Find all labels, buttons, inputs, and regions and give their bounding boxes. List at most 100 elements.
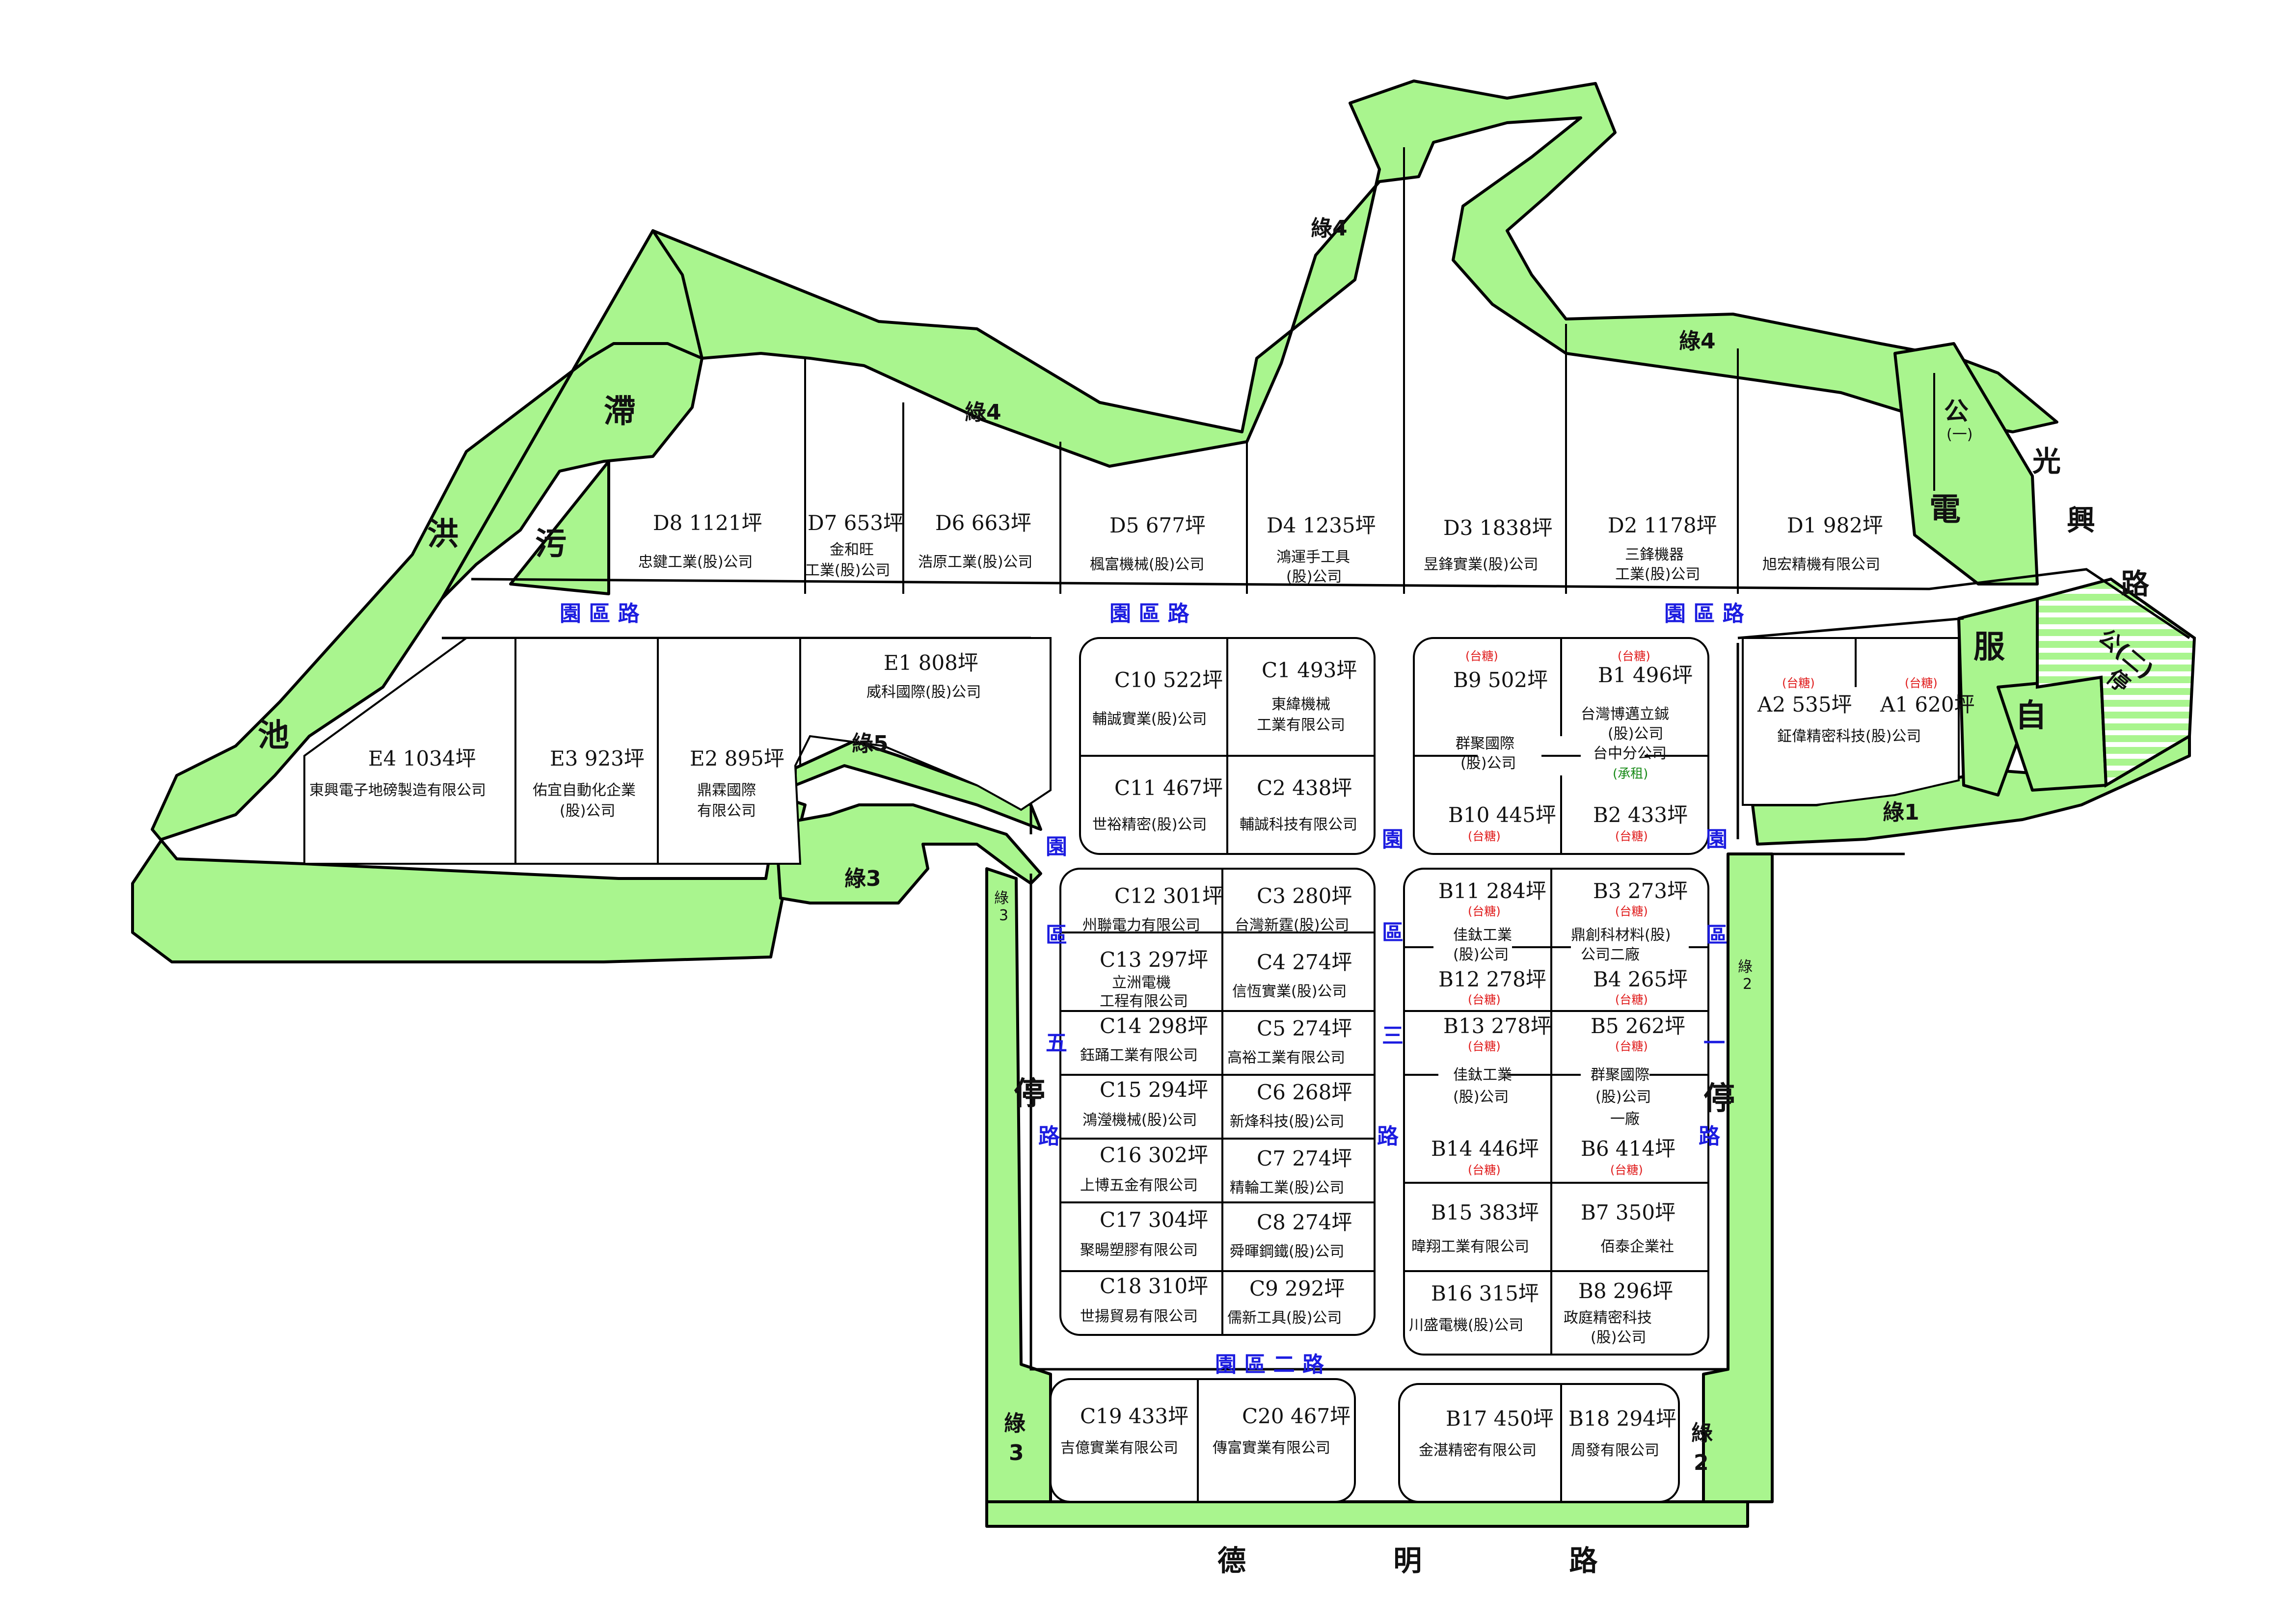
road-label-lane-one: 園 區 一 停 路 bbox=[1699, 827, 1735, 1149]
lot-d1-company: 旭宏精機有限公司 bbox=[1762, 556, 1880, 573]
lane-three-char-4: 路 bbox=[1377, 1124, 1399, 1149]
green-label-4-west: 綠4 bbox=[965, 400, 1001, 425]
lane-five-char-5: 路 bbox=[1038, 1124, 1060, 1149]
lane-five-char-3: 五 bbox=[1046, 1031, 1067, 1056]
road-label-park-west: 園 區 路 bbox=[560, 601, 640, 626]
block-b-south bbox=[1403, 868, 1709, 1356]
lot-d4-company-2: (股)公司 bbox=[1286, 568, 1342, 585]
lot-d7-id: D7 653坪 bbox=[808, 511, 904, 535]
lane-three-char-3: 三 bbox=[1382, 1023, 1404, 1048]
lot-d7-company-1: 金和旺 bbox=[830, 541, 874, 559]
block-bs-south bbox=[1398, 1383, 1680, 1503]
green-label-3-south-2: 3 bbox=[1009, 1440, 1024, 1465]
lot-c14-company: 鈺踊工業有限公司 bbox=[1080, 1047, 1198, 1064]
lot-b5b6-company-2: (股)公司 bbox=[1595, 1089, 1651, 1106]
lot-b13-tag: (台糖) bbox=[1468, 1039, 1501, 1053]
lot-c9-id: C9 292坪 bbox=[1249, 1277, 1345, 1301]
block-b-north-dividers bbox=[1414, 638, 1708, 854]
lot-b12-tag: (台糖) bbox=[1468, 993, 1501, 1007]
lot-b3-id: B3 273坪 bbox=[1593, 879, 1688, 903]
lot-b11-id: B11 284坪 bbox=[1438, 879, 1546, 903]
lot-e2-company-1: 鼎霖國際 bbox=[697, 782, 756, 799]
lot-b8-id: B8 296坪 bbox=[1578, 1279, 1673, 1303]
lot-row-e bbox=[303, 637, 1052, 865]
lot-b6-tag: (台糖) bbox=[1610, 1163, 1643, 1177]
label-detention-3: 池 bbox=[258, 718, 289, 754]
lot-b8-company-1: 政庭精密科技 bbox=[1564, 1309, 1652, 1327]
lot-c20-id: C20 467坪 bbox=[1242, 1404, 1351, 1428]
parking-striped bbox=[2036, 577, 2196, 788]
lot-b3-tag: (台糖) bbox=[1615, 905, 1648, 918]
lot-b15-id: B15 383坪 bbox=[1431, 1200, 1539, 1224]
lot-c4-id: C4 274坪 bbox=[1257, 950, 1352, 974]
lane-one-char-3: 一 bbox=[1703, 1031, 1725, 1056]
lot-c2-company: 輔誠科技有限公司 bbox=[1240, 816, 1357, 833]
lot-b16-id: B16 315坪 bbox=[1431, 1281, 1539, 1305]
lot-d4-company-1: 鴻運手工具 bbox=[1276, 549, 1350, 566]
green-label-3-south-1: 綠 bbox=[1004, 1411, 1026, 1436]
lot-b13b14-company-2: (股)公司 bbox=[1453, 1089, 1509, 1106]
green-belt-5 bbox=[794, 740, 1042, 831]
lot-b5b6-company-1: 群聚國際 bbox=[1591, 1066, 1649, 1084]
lane-one-char-4: 停 bbox=[1703, 1081, 1735, 1117]
lot-c14-id: C14 298坪 bbox=[1100, 1014, 1208, 1038]
lot-a1-tag: (台糖) bbox=[1905, 676, 1938, 690]
lot-d2-company-2: 工業(股)公司 bbox=[1615, 566, 1700, 583]
road-label-park-east: 園 區 路 bbox=[1664, 601, 1745, 626]
lot-b14-tag: (台糖) bbox=[1468, 1163, 1501, 1177]
lot-c10-id: C10 522坪 bbox=[1114, 668, 1223, 692]
lot-row-d bbox=[608, 147, 1935, 594]
lot-c2-id: C2 438坪 bbox=[1257, 776, 1352, 800]
lot-b3b4-company-1: 鼎創科材料(股) bbox=[1571, 927, 1671, 944]
lot-d2-id: D2 1178坪 bbox=[1608, 513, 1717, 537]
block-c-north-dividers bbox=[1080, 638, 1375, 854]
green-label-2-south-1: 綠 bbox=[1691, 1421, 1713, 1446]
lot-c15-company: 鴻瀅機械(股)公司 bbox=[1082, 1112, 1197, 1129]
lot-d3-id: D3 1838坪 bbox=[1443, 516, 1553, 540]
lot-c20-company: 傳富實業有限公司 bbox=[1213, 1439, 1330, 1457]
guangxing-char-2: 興 bbox=[2067, 504, 2095, 537]
lane-five-char-4: 停 bbox=[1014, 1076, 1045, 1112]
lot-b11b12-company-2: (股)公司 bbox=[1453, 946, 1509, 963]
lot-c8-company: 舜暉鋼鐵(股)公司 bbox=[1230, 1243, 1344, 1260]
lot-c6-company: 新烽科技(股)公司 bbox=[1230, 1113, 1344, 1130]
guangxing-char-3: 路 bbox=[2121, 567, 2150, 601]
lot-b1b2-company-3: 台中分公司 bbox=[1593, 745, 1667, 762]
lot-b1b2-lease-tag: (承租) bbox=[1613, 767, 1648, 781]
lane-three-char-1: 園 bbox=[1382, 827, 1404, 852]
lot-b1-tag: (台糖) bbox=[1618, 649, 1650, 663]
lot-a2-id: A2 535坪 bbox=[1757, 692, 1852, 717]
lot-c16-company: 上博五金有限公司 bbox=[1080, 1177, 1198, 1194]
lane-three-char-2: 區 bbox=[1382, 920, 1404, 945]
label-gong-1: 公 bbox=[1944, 397, 1969, 426]
lot-e3-company-2: (股)公司 bbox=[560, 802, 615, 820]
lot-d3-company: 昱鋒實業(股)公司 bbox=[1424, 556, 1538, 573]
lot-b1b2-company-2: (股)公司 bbox=[1608, 725, 1663, 743]
road-label-ring-two: 園 區 二 路 bbox=[1215, 1352, 1324, 1377]
utility-block-1 bbox=[1893, 342, 2039, 585]
label-self: 自 bbox=[2015, 698, 2047, 734]
lot-c13-company-2: 工程有限公司 bbox=[1100, 993, 1188, 1010]
road-label-lane-three: 園 區 三 路 bbox=[1377, 827, 1404, 1149]
lot-c17-company: 聚暘塑膠有限公司 bbox=[1080, 1242, 1198, 1259]
lot-b11-tag: (台糖) bbox=[1468, 905, 1501, 918]
lot-b15-company: 暐翔工業有限公司 bbox=[1411, 1238, 1529, 1255]
lot-c11-id: C11 467坪 bbox=[1114, 776, 1223, 800]
green-label-2-small-2: 2 bbox=[1743, 976, 1752, 993]
lot-b12-id: B12 278坪 bbox=[1438, 967, 1546, 991]
lot-c10-company: 輔誠實業(股)公司 bbox=[1092, 711, 1207, 728]
lot-d1-id: D1 982坪 bbox=[1787, 513, 1883, 537]
block-b-south-dividers bbox=[1404, 869, 1708, 1355]
label-service: 服 bbox=[1973, 629, 2005, 665]
lot-b18-id: B18 294坪 bbox=[1568, 1407, 1676, 1431]
green-label-4-east: 綠4 bbox=[1679, 329, 1716, 354]
lot-b7-id: B7 350坪 bbox=[1581, 1200, 1675, 1224]
guangxing-char-1: 光 bbox=[2032, 445, 2061, 478]
green-label-1: 綠1 bbox=[1883, 800, 1919, 825]
lot-b6-id: B6 414坪 bbox=[1581, 1137, 1675, 1161]
road-label-guangxing: 光 興 路 bbox=[2032, 445, 2150, 601]
lot-c6-id: C6 268坪 bbox=[1257, 1080, 1352, 1104]
lot-c7-id: C7 274坪 bbox=[1257, 1146, 1352, 1171]
lot-c1-company-1: 東緯機械 bbox=[1271, 696, 1330, 713]
lot-c7-company: 精輪工業(股)公司 bbox=[1230, 1179, 1344, 1197]
